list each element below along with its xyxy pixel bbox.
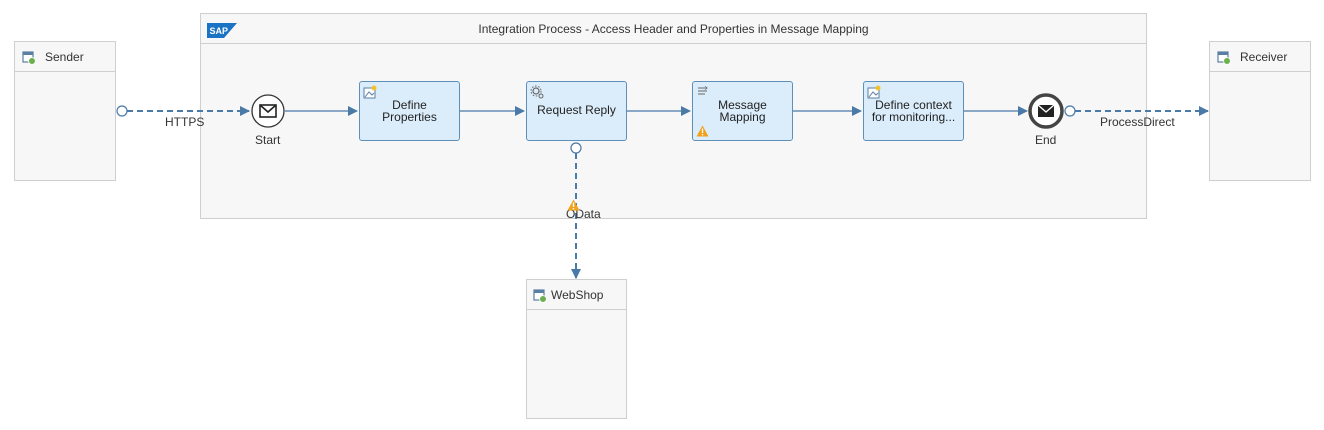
sender-participant[interactable]: Sender [14, 41, 116, 181]
webshop-header: WebShop [527, 280, 626, 310]
envelope-icon [259, 104, 277, 118]
start-event-label: Start [255, 133, 281, 147]
sap-logo-icon: SAP [207, 23, 237, 38]
content-modifier-icon [363, 85, 377, 99]
define-properties-task[interactable]: Define Properties [359, 81, 460, 141]
request-reply-task[interactable]: Request Reply [526, 81, 627, 141]
request-reply-label: Request Reply [537, 103, 616, 117]
participant-icon [1217, 51, 1231, 65]
start-event[interactable] [251, 94, 285, 128]
content-modifier-icon [867, 85, 881, 99]
process-title: Integration Process - Access Header and … [478, 22, 869, 36]
message-mapping-task[interactable]: Message Mapping [692, 81, 793, 141]
svg-text:SAP: SAP [210, 26, 229, 36]
sender-connector-port[interactable] [116, 105, 128, 117]
receiver-participant[interactable]: Receiver [1209, 41, 1311, 181]
participant-icon [22, 51, 36, 65]
define-properties-line2: Properties [382, 110, 437, 124]
define-context-line2: for monitoring... [871, 110, 956, 124]
integration-process-header: SAP Integration Process - Access Header … [201, 14, 1146, 44]
sender-label: Sender [45, 50, 84, 64]
participant-icon [533, 289, 547, 303]
define-context-task[interactable]: Define context for monitoring... [863, 81, 964, 141]
integration-process-pool[interactable]: SAP Integration Process - Access Header … [200, 13, 1147, 219]
request-reply-connector-port[interactable] [570, 142, 582, 154]
receiver-label: Receiver [1240, 50, 1288, 64]
mapping-icon [698, 86, 708, 95]
message-mapping-line2: Mapping [719, 110, 766, 124]
warning-icon[interactable] [696, 125, 709, 137]
end-connector-port[interactable] [1064, 105, 1076, 117]
define-properties-line1: Define [392, 98, 427, 112]
odata-warning-icon[interactable] [567, 199, 580, 211]
end-event[interactable] [1028, 93, 1064, 129]
define-context-line1: Define context [875, 98, 952, 112]
webshop-label: WebShop [551, 288, 604, 302]
end-event-label: End [1035, 133, 1057, 147]
receiver-header: Receiver [1210, 42, 1310, 72]
gear-icon [530, 85, 544, 99]
processdirect-channel-label[interactable]: ProcessDirect [1100, 115, 1175, 129]
https-channel-label[interactable]: HTTPS [165, 115, 205, 129]
envelope-filled-icon [1037, 104, 1055, 117]
sender-header: Sender [15, 42, 115, 72]
message-mapping-line1: Message [718, 98, 767, 112]
webshop-participant[interactable]: WebShop [526, 279, 627, 419]
